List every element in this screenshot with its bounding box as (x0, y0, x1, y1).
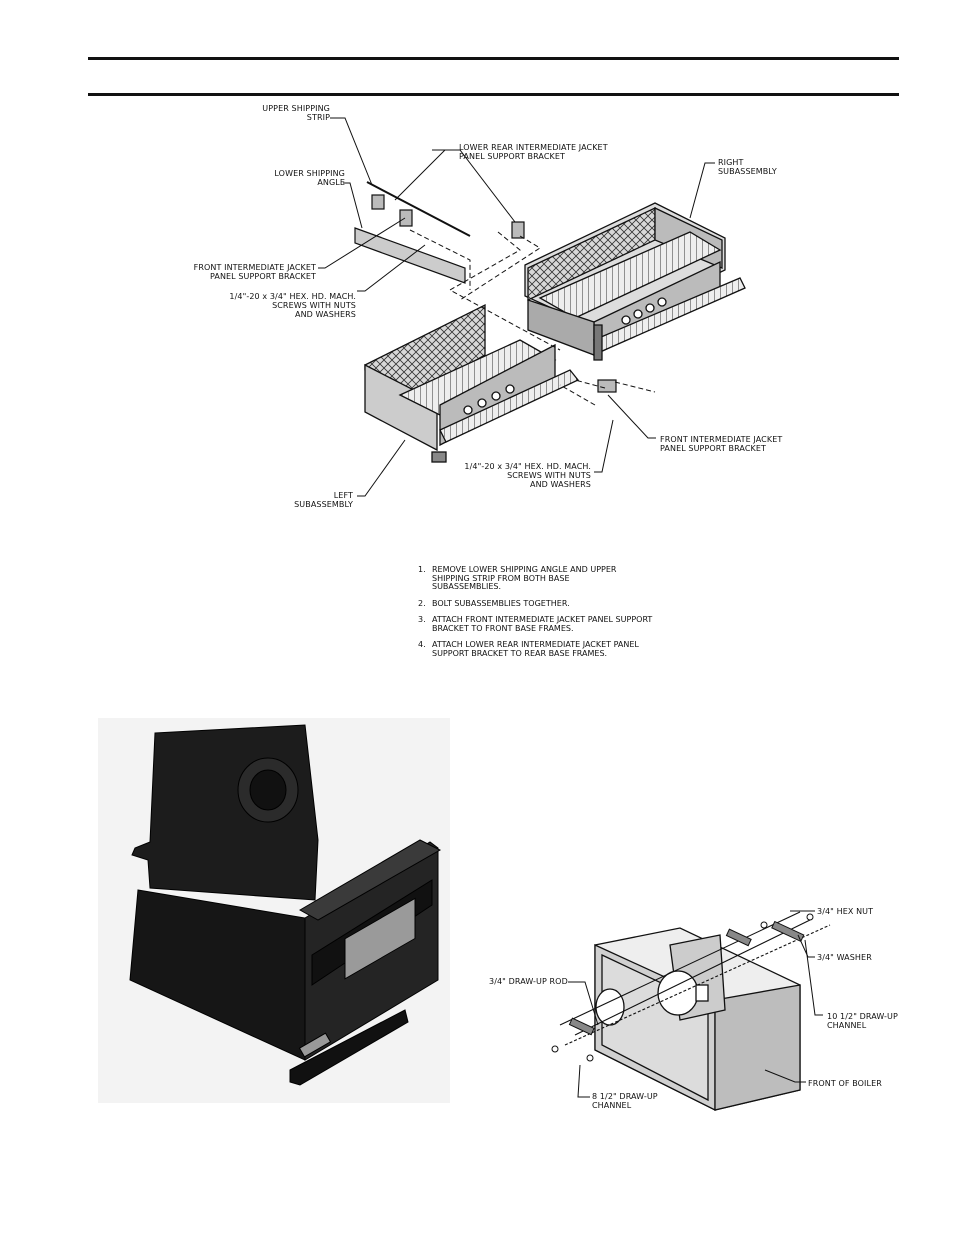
step-number: 2. (418, 598, 426, 608)
step-number: 3. (418, 615, 426, 624)
step-text: BOLT SUBASSEMBLIES TOGETHER. (432, 598, 570, 608)
label-right-subassembly: RIGHT SUBASSEMBLY (718, 158, 777, 176)
step-3: 3. ATTACH FRONT INTERMEDIATE JACKET PANE… (418, 615, 678, 633)
label-channel-10: 10 1/2" DRAW-UP CHANNEL (827, 1012, 898, 1030)
left-subassembly (364, 303, 580, 463)
label-screws-bottom: 1/4"-20 x 3/4" HEX. HD. MACH. SCREWS WIT… (464, 462, 591, 489)
step-number: 1. (418, 565, 426, 574)
shipping-parts (354, 181, 617, 393)
step-4: 4. ATTACH LOWER REAR INTERMEDIATE JACKET… (418, 640, 678, 658)
step-1: 1. REMOVE LOWER SHIPPING ANGLE AND UPPER… (418, 565, 678, 592)
label-front-bracket-top: FRONT INTERMEDIATE JACKET PANEL SUPPORT … (193, 263, 316, 281)
step-text: REMOVE LOWER SHIPPING ANGLE AND UPPER SH… (432, 565, 617, 591)
step-number: 4. (418, 640, 426, 649)
label-washer: 3/4" WASHER (817, 953, 872, 962)
step-text: ATTACH FRONT INTERMEDIATE JACKET PANEL S… (432, 615, 653, 633)
label-upper-shipping-strip: UPPER SHIPPING STRIP (262, 104, 330, 122)
label-front-bracket-bottom: FRONT INTERMEDIATE JACKET PANEL SUPPORT … (660, 435, 783, 453)
label-left-subassembly: LEFT SUBASSEMBLY (294, 491, 353, 509)
label-draw-up-rod: 3/4" DRAW-UP ROD (489, 977, 568, 986)
header-rule-bottom (88, 93, 899, 96)
label-front-of-boiler: FRONT OF BOILER (808, 1079, 882, 1088)
header-rule-top (88, 57, 899, 60)
step-text: ATTACH LOWER REAR INTERMEDIATE JACKET PA… (432, 640, 639, 658)
step-2: 2. BOLT SUBASSEMBLIES TOGETHER. (418, 598, 678, 609)
label-lower-rear-bracket: LOWER REAR INTERMEDIATE JACKET PANEL SUP… (459, 143, 608, 161)
label-channel-8: 8 1/2" DRAW-UP CHANNEL (592, 1092, 658, 1110)
label-lower-shipping-angle: LOWER SHIPPING ANGLE (274, 169, 345, 187)
label-screws-top: 1/4"-20 x 3/4" HEX. HD. MACH. SCREWS WIT… (229, 292, 356, 319)
assembly-steps: 1. REMOVE LOWER SHIPPING ANGLE AND UPPER… (418, 565, 678, 666)
label-hex-nut: 3/4" HEX NUT (817, 907, 874, 916)
right-subassembly (524, 202, 746, 361)
